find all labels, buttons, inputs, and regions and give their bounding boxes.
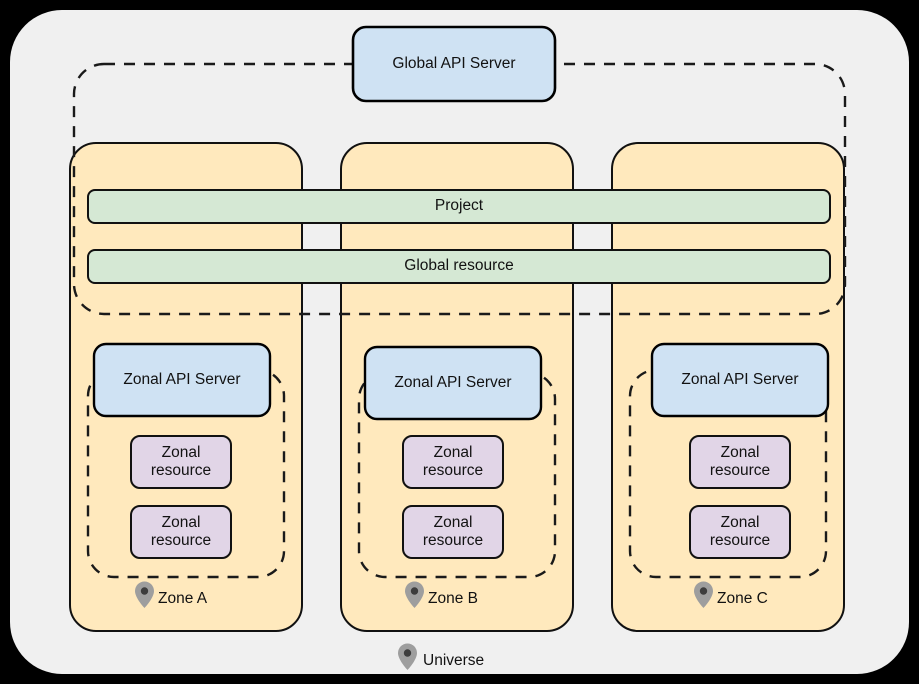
zonal-api-server-box-zone-b	[363, 345, 543, 421]
map-pin-icon-zone-b	[405, 581, 424, 608]
global-bar-global-resource	[87, 249, 831, 284]
zonal-api-server-box-zone-c	[650, 342, 830, 418]
zone-inner-boundary-zone-a	[86, 368, 286, 579]
zone-inner-boundary-zone-c	[628, 368, 828, 579]
map-pin-icon-universe	[398, 643, 417, 670]
zonal-resource-box-zone-b-1	[402, 435, 504, 489]
zonal-resource-box-zone-a-2	[130, 505, 232, 559]
global-scope-boundary	[72, 62, 847, 316]
zonal-resource-box-zone-b-2	[402, 505, 504, 559]
zonal-api-server-box-zone-a	[92, 342, 272, 418]
global-api-server-box	[351, 25, 557, 103]
zonal-resource-box-zone-c-1	[689, 435, 791, 489]
map-pin-icon-zone-a	[134, 581, 155, 608]
zonal-resource-box-zone-a-1	[130, 435, 232, 489]
zonal-resource-box-zone-c-2	[689, 505, 791, 559]
map-pin-icon-zone-c	[694, 581, 713, 608]
global-bar-project	[87, 189, 831, 224]
zone-inner-boundary-zone-b	[357, 371, 557, 579]
